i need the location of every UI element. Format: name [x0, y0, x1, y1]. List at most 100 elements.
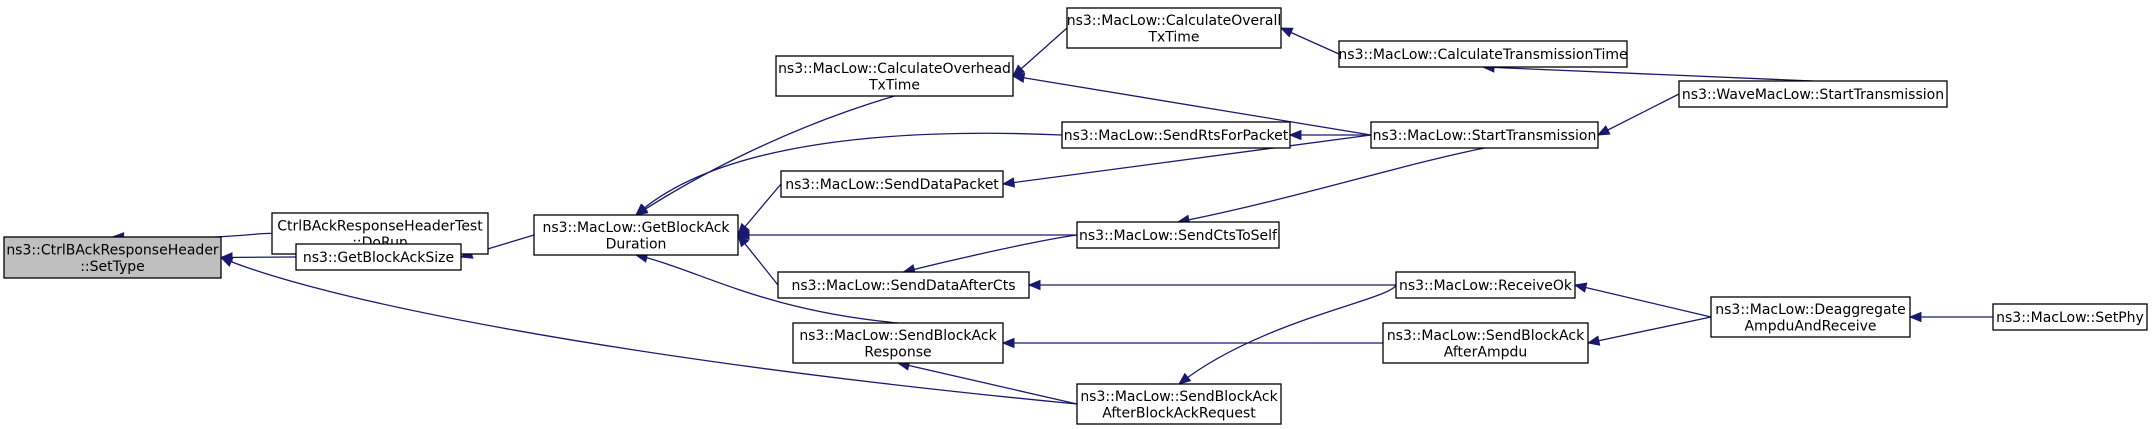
node-setphy[interactable]: ns3::MacLow::SetPhy — [1992, 303, 2148, 331]
node-label: ns3::MacLow::SendDataAfterCts — [792, 278, 1016, 294]
arrowhead — [1001, 337, 1015, 349]
node-label: ns3::MacLow::SendCtsToSelf — [1079, 228, 1278, 244]
edge-calctranstime-to-calcoverall — [1279, 27, 1340, 55]
node-label: TxTime — [868, 77, 920, 93]
node-senddatapacket[interactable]: ns3::MacLow::SendDataPacket — [780, 170, 1004, 198]
arrowhead — [635, 203, 649, 216]
node-label: AfterAmpdu — [1444, 344, 1527, 360]
node-label: CtrlBAckResponseHeaderTest — [277, 218, 483, 234]
arrowhead — [1279, 27, 1294, 38]
edge-line — [1597, 93, 1680, 136]
edge-wavestart-to-starttrans — [1596, 93, 1680, 136]
edge-setphy-to-deaggregate — [1908, 311, 1993, 323]
arrowhead — [736, 229, 750, 241]
edge-deaggregate-to-receiveok — [1573, 282, 1712, 318]
edge-senddatapacket-to-getblockackduration — [737, 183, 782, 237]
edge-sendbaafterbar-to-sendbaresponse — [896, 360, 1078, 405]
node-wavestart[interactable]: ns3::WaveMacLow::StartTransmission — [1678, 80, 1948, 108]
node-label: ns3::MacLow::GetBlockAck — [542, 220, 730, 236]
edge-line — [635, 254, 899, 324]
node-label: ns3::MacLow::SendDataPacket — [785, 177, 999, 193]
node-starttrans[interactable]: ns3::MacLow::StartTransmission — [1370, 121, 1599, 149]
arrowhead — [1288, 129, 1302, 141]
arrowhead — [1011, 72, 1026, 84]
node-label: ns3::GetBlockAckSize — [303, 250, 454, 266]
edge-line — [1574, 284, 1712, 318]
edge-sendctstoself-to-getblockackduration — [736, 229, 1077, 241]
node-getblockacksize[interactable]: ns3::GetBlockAckSize — [295, 243, 462, 271]
node-sendrts[interactable]: ns3::MacLow::SendRtsForPacket — [1061, 121, 1291, 149]
edge-line — [635, 95, 895, 216]
edge-line — [897, 362, 1078, 405]
node-box[interactable] — [1076, 383, 1282, 425]
node-label: Duration — [606, 236, 667, 252]
node-label: AfterBlockAckRequest — [1102, 405, 1256, 421]
edge-sendbaafterbar-to-settype — [219, 256, 1078, 405]
node-calctranstime[interactable]: ns3::MacLow::CalculateTransmissionTime — [1338, 40, 1628, 68]
node-box[interactable] — [1066, 7, 1282, 49]
node-sendbaafterbar[interactable]: ns3::MacLow::SendBlockAckAfterBlockAckRe… — [1076, 383, 1282, 425]
node-box[interactable] — [1338, 40, 1628, 68]
edge-receiveok-to-sendbaafterbar — [1177, 284, 1397, 385]
node-box[interactable] — [1076, 221, 1280, 249]
node-box[interactable] — [3, 236, 222, 279]
edge-sendrts-to-getblockackduration — [635, 132, 1063, 216]
arrowhead — [1001, 177, 1016, 188]
arrowhead — [1012, 64, 1026, 77]
edge-line — [1012, 75, 1372, 136]
arrowhead — [219, 256, 234, 267]
edge-starttrans-to-senddatapacket — [1001, 134, 1372, 188]
node-label: ::SetType — [80, 259, 145, 275]
node-box[interactable] — [792, 322, 1004, 364]
node-senddataaftercts[interactable]: ns3::MacLow::SendDataAfterCts — [777, 271, 1030, 299]
node-box[interactable] — [1678, 80, 1948, 108]
node-label: ns3::CtrlBAckResponseHeader — [6, 242, 219, 258]
edge-line — [1482, 66, 1814, 82]
edge-starttrans-to-calcoverhead — [1011, 72, 1372, 136]
edge-line — [1012, 27, 1068, 77]
node-box[interactable] — [775, 55, 1014, 97]
edge-receiveok-to-senddataaftercts — [1027, 279, 1396, 291]
node-label: ns3::MacLow::SetPhy — [1996, 310, 2144, 326]
node-settype[interactable]: ns3::CtrlBAckResponseHeader::SetType — [3, 236, 222, 279]
node-box[interactable] — [780, 170, 1004, 198]
node-label: ns3::MacLow::ReceiveOk — [1399, 278, 1573, 294]
node-label: Response — [864, 344, 931, 360]
edge-starttrans-to-sendctstoself — [1176, 147, 1485, 225]
arrowhead — [737, 233, 750, 248]
node-label: ns3::MacLow::SendBlockAck — [799, 328, 997, 344]
node-box[interactable] — [1061, 121, 1291, 149]
node-sendctstoself[interactable]: ns3::MacLow::SendCtsToSelf — [1076, 221, 1280, 249]
node-label: ns3::WaveMacLow::StartTransmission — [1682, 87, 1944, 103]
node-box[interactable] — [295, 243, 462, 271]
node-label: ns3::MacLow::CalculateOverall — [1067, 13, 1282, 29]
edge-sendctstoself-to-senddataaftercts — [902, 234, 1078, 275]
edge-line — [1002, 134, 1372, 185]
arrowhead — [1177, 372, 1192, 385]
node-label: ns3::MacLow::SendRtsForPacket — [1064, 128, 1289, 144]
node-box[interactable] — [1370, 121, 1599, 149]
node-box[interactable] — [533, 214, 739, 256]
edge-line — [220, 256, 1078, 405]
edge-deaggregate-to-sendbaafterampdu — [1586, 316, 1712, 346]
node-label: ns3::MacLow::Deaggregate — [1715, 302, 1905, 318]
arrowhead — [1596, 125, 1611, 136]
node-box[interactable] — [1382, 322, 1589, 364]
arrowhead — [1573, 282, 1588, 293]
edge-calcoverall-to-calcoverhead — [1012, 27, 1068, 77]
node-box[interactable] — [1992, 303, 2148, 331]
node-box[interactable] — [1395, 271, 1576, 299]
node-label: TxTime — [1147, 29, 1199, 45]
node-receiveok[interactable]: ns3::MacLow::ReceiveOk — [1395, 271, 1576, 299]
edge-sendbaafterampdu-to-sendbaresponse — [1001, 337, 1383, 349]
node-box[interactable] — [777, 271, 1030, 299]
edge-line — [1178, 284, 1397, 385]
node-box[interactable] — [1710, 296, 1911, 338]
